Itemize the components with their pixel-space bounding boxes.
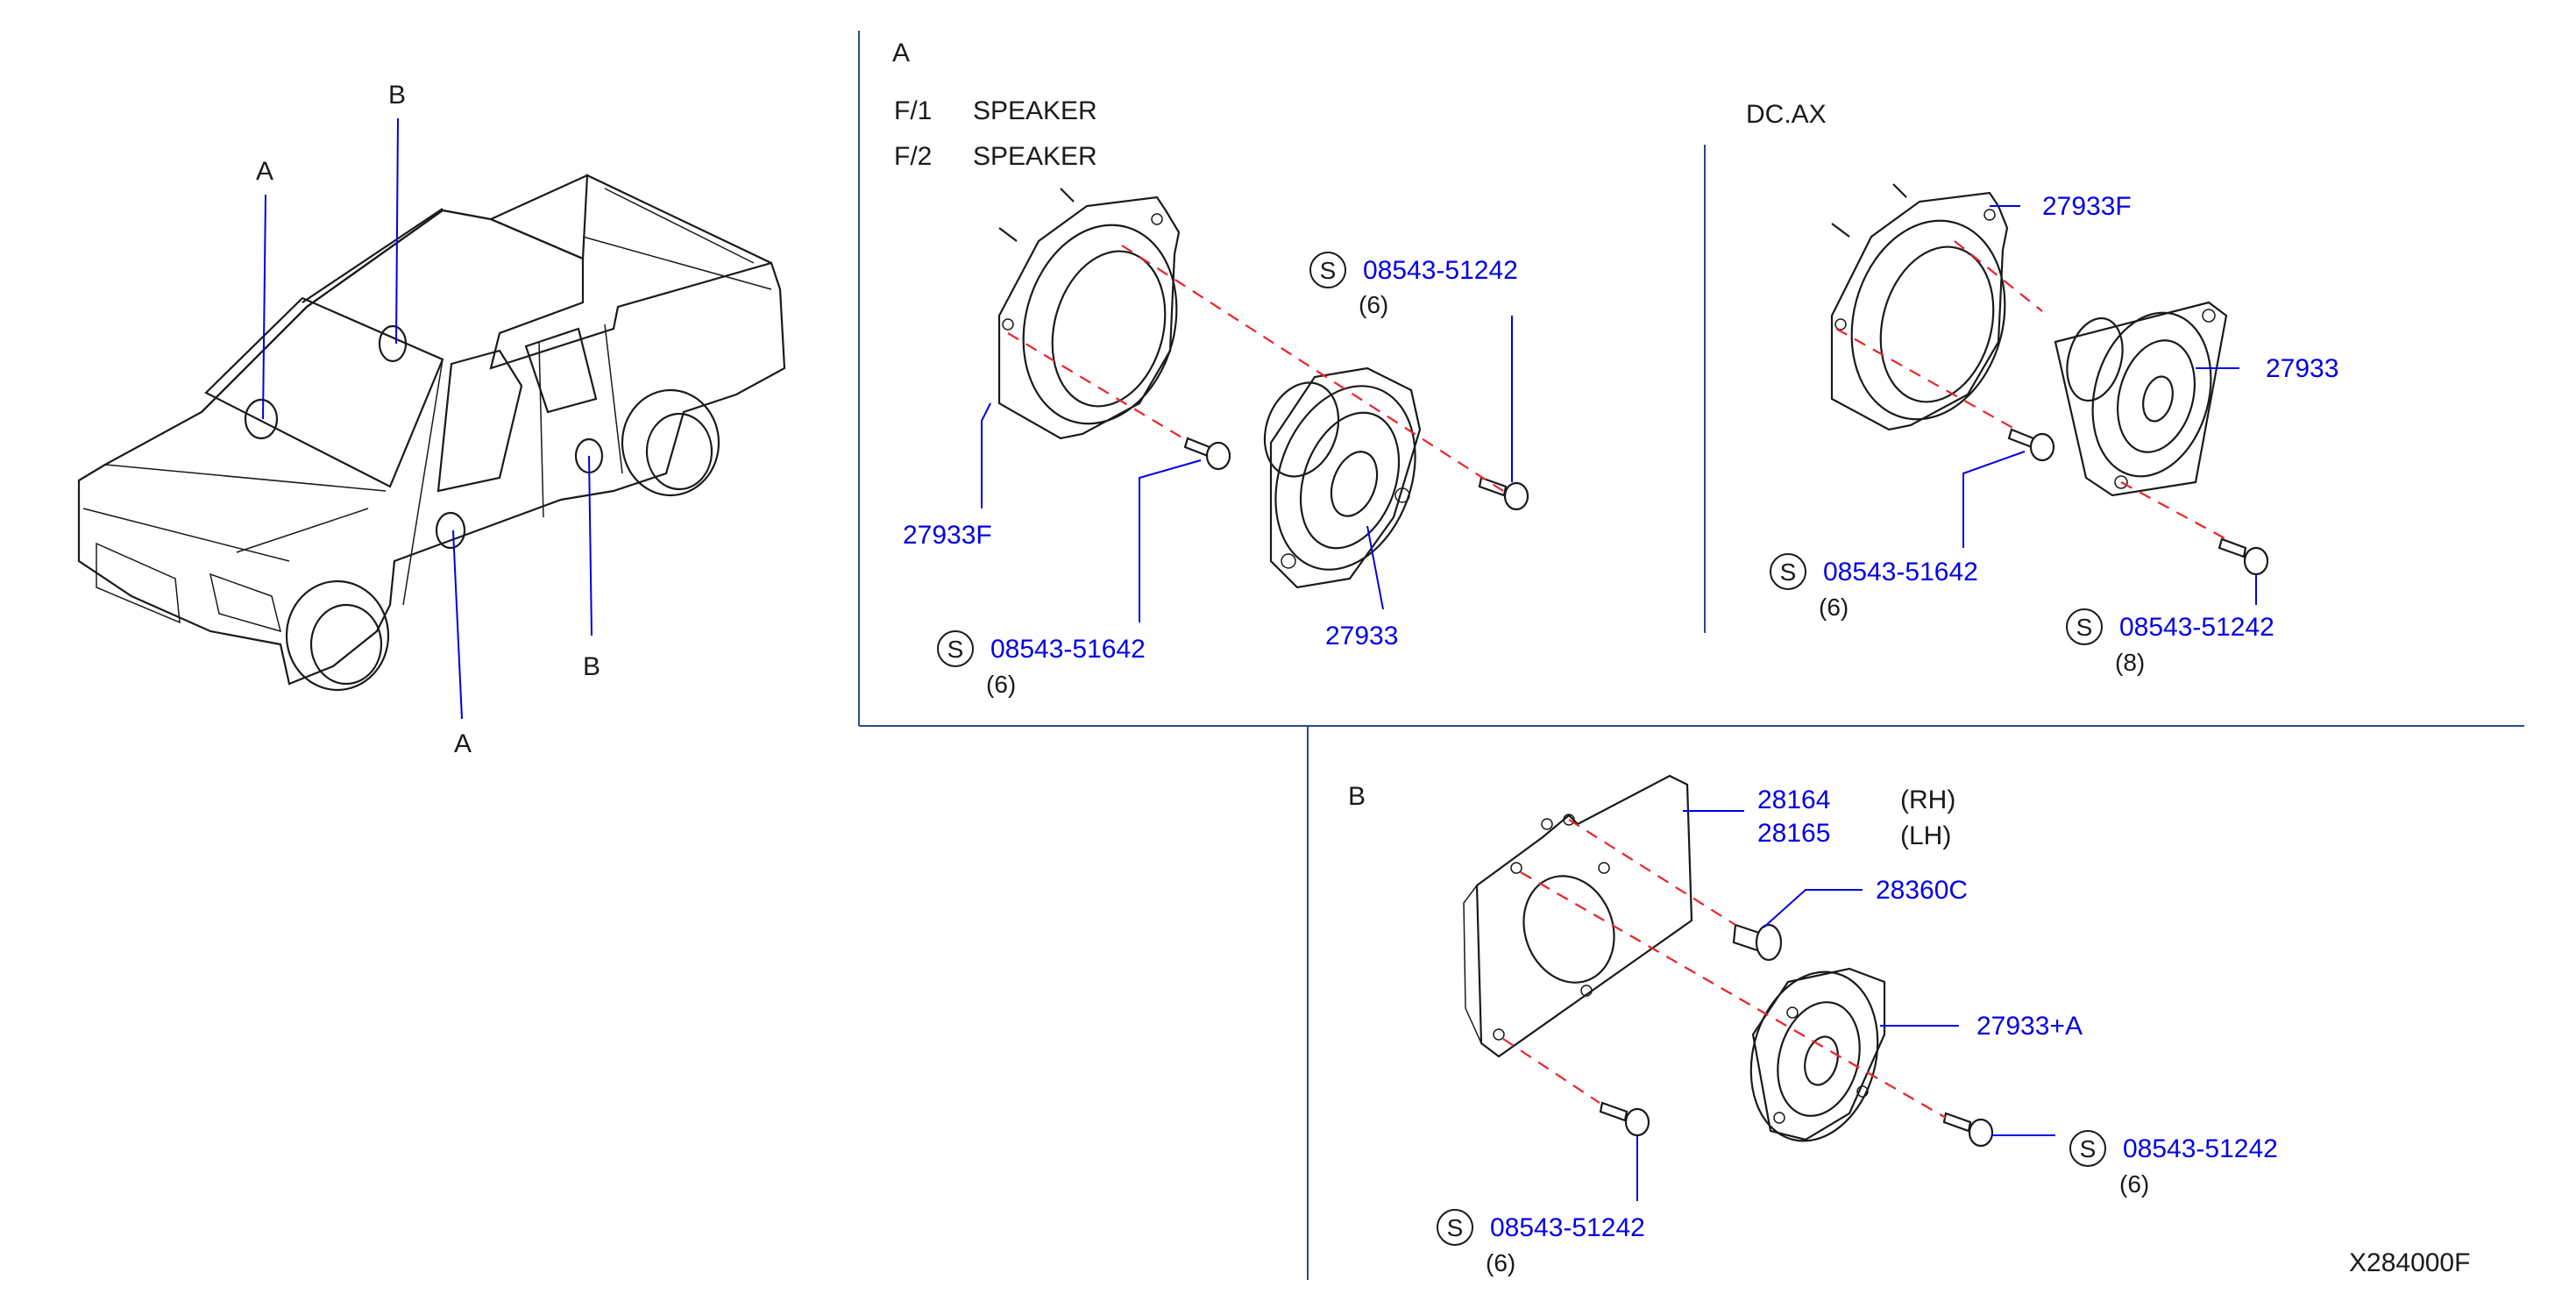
screw-bottom-part-number: 08543-51642: [990, 635, 1146, 664]
screw-mid-s-marker: [1770, 553, 1806, 590]
screw-left-mid: [1183, 437, 1231, 471]
screw-mid-s-label: S: [1780, 558, 1797, 586]
truck-callout-a-bottom: A: [454, 729, 472, 758]
panel-a-title: A: [892, 39, 910, 68]
screw-b-right-s-marker: [2069, 1130, 2106, 1167]
speaker-right-part-number: 27933: [2266, 354, 2338, 383]
screw-bottom-s-marker: [937, 630, 974, 667]
speaker-right: [2054, 301, 2228, 497]
clip-part-number: 28360C: [1876, 876, 1968, 905]
panel-a-row-1-name: SPEAKER: [973, 96, 1097, 125]
screw-left-right: [1478, 476, 1529, 511]
diagram-code: X284000F: [2349, 1248, 2470, 1277]
screw-top-s-label: S: [1320, 257, 1337, 284]
ring-left-part-number: 27933F: [903, 521, 992, 550]
panel-frames: [858, 31, 2524, 1280]
screw-top-part-number: 08543-51242: [1363, 256, 1518, 285]
screw-b-bottom-s-marker: [1437, 1209, 1473, 1246]
truck-callout-a-top: A: [256, 157, 273, 186]
ring-right-part-number: 27933F: [2042, 192, 2132, 221]
screw-bottom-qty: (6): [986, 671, 1016, 698]
bracket-lh-part-number: 28165: [1757, 819, 1830, 848]
screw-mid-qty: (6): [1819, 594, 1849, 621]
dcax-title: DC.AX: [1746, 100, 1827, 129]
speaker-b-part-number: 27933+A: [1976, 1012, 2083, 1041]
bracket-rh-side: (RH): [1900, 786, 1955, 814]
panel-b-title: B: [1348, 782, 1366, 811]
speaker-left-part-number: 27933: [1325, 622, 1398, 650]
screw-right-mid: [2007, 428, 2055, 462]
screw-right-right: [2218, 537, 2269, 576]
screw-right-part-number: 08543-51242: [2119, 613, 2274, 642]
panel-a-row-2-name: SPEAKER: [973, 142, 1097, 171]
speaker-b: [1749, 967, 1886, 1142]
screw-b-bottom-qty: (6): [1486, 1249, 1515, 1276]
speaker-left: [1263, 366, 1422, 589]
screw-b-right-s-label: S: [2080, 1135, 2097, 1162]
screw-b-right: [1942, 1112, 1994, 1148]
speaker-ring-right: [1830, 183, 2009, 431]
screw-b-right-part-number: 08543-51242: [2123, 1134, 2278, 1163]
bracket-rh-part-number: 28164: [1757, 786, 1830, 814]
screw-top-s-marker: [1309, 252, 1346, 288]
speaker-ring-left: [997, 188, 1181, 440]
panel-a-row-1-code: F/1: [894, 96, 932, 125]
screw-top-qty: (6): [1359, 291, 1388, 318]
truck-callout-b-bottom: B: [583, 652, 600, 681]
speaker-bracket: [1463, 774, 1693, 1058]
screw-right-qty: (8): [2115, 649, 2145, 676]
screw-right-s-marker: [2066, 608, 2103, 645]
screw-right-s-label: S: [2076, 614, 2093, 641]
truck-illustration: [77, 117, 786, 720]
screw-bottom-s-label: S: [947, 636, 964, 663]
bracket-lh-side: (LH): [1900, 821, 1951, 850]
panel-a-row-2-code: F/2: [894, 142, 932, 171]
screw-b-bottom-part-number: 08543-51242: [1490, 1213, 1645, 1242]
screw-b-right-qty: (6): [2119, 1170, 2149, 1198]
screw-mid-part-number: 08543-51642: [1823, 558, 1978, 587]
screw-b-bottom: [1599, 1101, 1650, 1137]
truck-callout-b-top: B: [388, 81, 406, 110]
clip-28360c: [1732, 923, 1783, 962]
screw-b-bottom-s-label: S: [1447, 1214, 1464, 1241]
